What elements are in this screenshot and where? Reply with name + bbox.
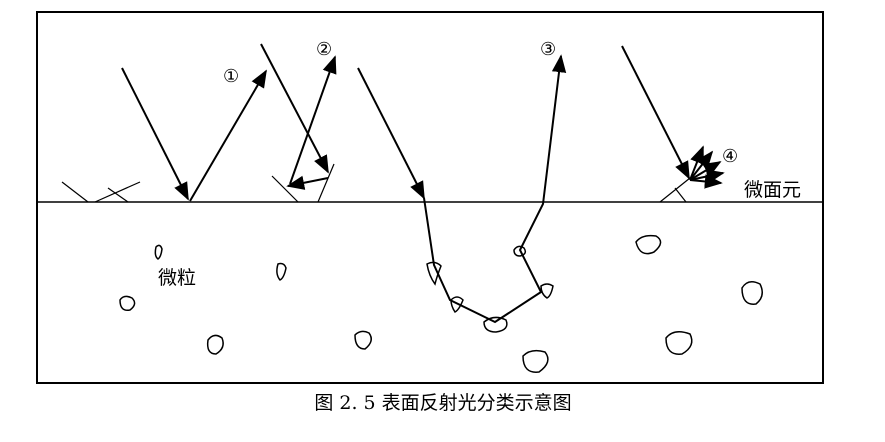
label-ray-4: ④ (722, 146, 738, 167)
particle (119, 295, 136, 312)
label-ray-1: ① (223, 66, 239, 87)
particle (665, 331, 693, 355)
particle (741, 281, 763, 305)
particle (354, 330, 372, 350)
subsurface-particles (119, 234, 763, 373)
particle (276, 262, 287, 281)
particle (450, 296, 464, 313)
ray-1-specular (121, 67, 267, 202)
ray-3-subsurface (357, 54, 567, 324)
label-microfacet: 微面元 (744, 179, 801, 201)
label-ray-3: ③ (540, 39, 556, 60)
ray-2-multi-reflection (260, 43, 337, 190)
particle (426, 261, 442, 286)
particle (522, 349, 549, 373)
particle (635, 234, 662, 255)
particle (154, 244, 163, 260)
ray-4-diffuse (621, 45, 725, 189)
particle (206, 334, 224, 355)
particle (483, 316, 508, 333)
label-particle: 微粒 (158, 267, 196, 289)
diagram-frame (36, 11, 824, 384)
particle (513, 245, 527, 257)
label-ray-2: ② (316, 39, 332, 60)
figure-caption: 图 2. 5 表面反射光分类示意图 (314, 392, 571, 414)
particle (540, 283, 554, 299)
surface-microfacets (61, 163, 691, 203)
